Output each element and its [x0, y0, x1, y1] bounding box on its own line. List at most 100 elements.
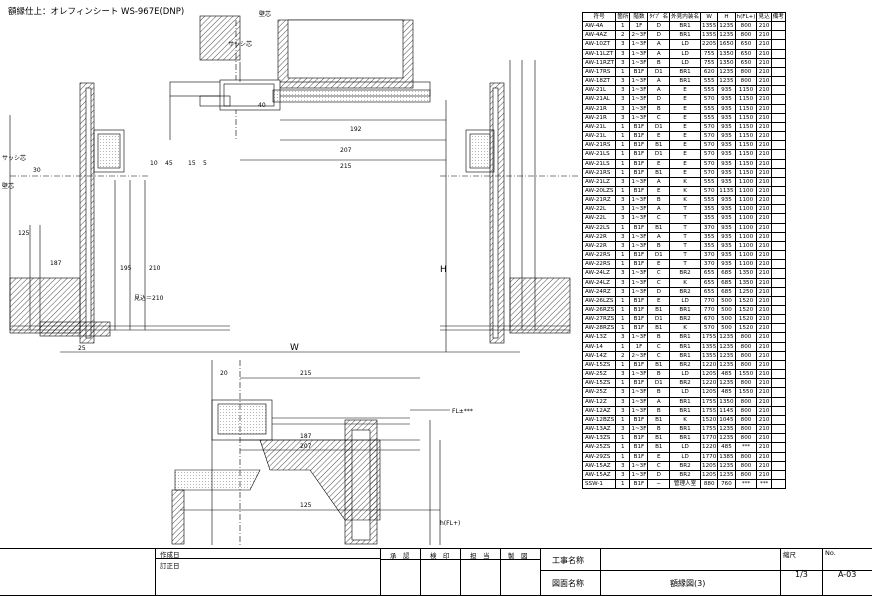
table-cell-remarks [770, 140, 786, 151]
table-cell: 3 [615, 396, 631, 407]
table-cell: 355 [700, 240, 719, 252]
detail-drawing: 壁芯 サッシ芯 サッシ芯 壁芯 W H FL±*** h(FL+) 40 192… [2, 10, 580, 545]
table-cell-remarks [770, 387, 786, 398]
table-cell: E [669, 112, 702, 123]
table-cell: E [647, 185, 671, 197]
table-cell: D1 [647, 66, 671, 78]
table-cell: 3 [615, 85, 631, 96]
table-cell: B [647, 405, 671, 416]
label-sash-left: サッシ芯 [2, 154, 26, 162]
table-cell: AW-21LS [581, 158, 617, 169]
table-cell: 1~3F [629, 57, 649, 68]
table-cell: 650 [734, 57, 758, 68]
table-cell: 1385 [717, 451, 736, 462]
table-cell: B [647, 369, 671, 380]
table-cell: 210 [756, 314, 772, 325]
table-cell-remarks [770, 460, 786, 471]
table-cell: 935 [717, 140, 736, 151]
table-cell: AW-11RZT [581, 57, 617, 68]
label-wall-left: 壁芯 [2, 182, 14, 190]
table-cell: AW-26LZS [581, 295, 617, 307]
table-cell: AW-22L [581, 204, 617, 215]
table-cell: AW-21AL [581, 94, 617, 105]
table-cell: C [647, 112, 671, 123]
table-cell: 1755 [700, 396, 719, 407]
table-cell: B1F [629, 451, 649, 462]
table-cell: 210 [756, 433, 772, 444]
table-cell: AW-4A [581, 21, 617, 32]
table-cell: AW-22R [581, 240, 617, 252]
table-cell: 1 [615, 341, 631, 352]
table-cell: A [647, 204, 671, 215]
table-cell: 570 [700, 323, 719, 334]
table-cell: 210 [756, 112, 772, 123]
table-cell: E [669, 167, 702, 178]
table-cell: 1235 [717, 378, 736, 389]
table-cell: 3 [615, 176, 631, 187]
check-label: 検 印 [430, 552, 450, 560]
table-cell: AW-15AZ [581, 460, 617, 471]
table-cell-remarks [770, 414, 786, 426]
table-cell: 1520 [734, 304, 758, 316]
table-cell: 3 [615, 103, 631, 114]
table-cell: 1 [615, 140, 631, 151]
table-cell: AW-21L [581, 131, 617, 142]
table-cell-remarks [770, 240, 786, 252]
table-cell: 210 [756, 76, 772, 87]
table-cell-remarks [770, 433, 786, 444]
header-finish: 外見内装名 [669, 11, 702, 23]
table-cell: 210 [756, 359, 772, 371]
table-cell: AW-24LZ [581, 268, 617, 279]
table-cell: 1 [615, 121, 631, 133]
table-cell: 1~3F [629, 240, 649, 252]
table-cell: 3 [615, 240, 631, 252]
table-cell: B1 [647, 323, 671, 334]
table-cell: 1100 [734, 240, 758, 252]
table-cell: 935 [717, 240, 736, 252]
table-cell: 1~3F [629, 112, 649, 123]
table-cell: AW-22RS [581, 259, 617, 270]
table-cell: 1100 [734, 176, 758, 187]
table-cell: 1770 [700, 433, 719, 444]
table-cell: 1250 [734, 286, 758, 297]
table-cell: 800 [734, 359, 758, 371]
table-cell: 935 [717, 112, 736, 123]
table-cell: 3 [615, 204, 631, 215]
table-cell-remarks [770, 30, 786, 41]
table-cell: LD [669, 295, 702, 307]
table-cell: 1235 [717, 359, 736, 371]
table-cell: AW-17RS [581, 66, 617, 78]
table-cell: D [647, 30, 671, 41]
table-cell: 1520 [700, 414, 719, 426]
table-cell: 1 [615, 414, 631, 426]
table-cell: 210 [756, 39, 772, 50]
table-cell: 370 [700, 222, 719, 233]
table-cell: 210 [756, 424, 772, 435]
table-cell: B1F [629, 149, 649, 160]
dim-207-bottom: 207 [300, 443, 312, 450]
table-cell: B1F [629, 131, 649, 142]
table-cell: 1205 [700, 469, 719, 480]
table-cell: 555 [700, 85, 719, 96]
table-cell: 1235 [717, 30, 736, 41]
table-cell: 800 [734, 378, 758, 389]
table-cell: 1100 [734, 250, 758, 261]
dim-5: 5 [203, 160, 207, 167]
table-cell: 755 [700, 48, 719, 59]
table-cell: 210 [756, 414, 772, 426]
table-cell: LD [669, 369, 702, 380]
table-cell-remarks [770, 213, 786, 224]
table-cell: AW-25Z [581, 369, 617, 380]
table-cell: 1150 [734, 158, 758, 169]
table-cell-remarks [770, 304, 786, 316]
table-cell: 210 [756, 286, 772, 297]
table-cell: AW-21LZ [581, 176, 617, 187]
